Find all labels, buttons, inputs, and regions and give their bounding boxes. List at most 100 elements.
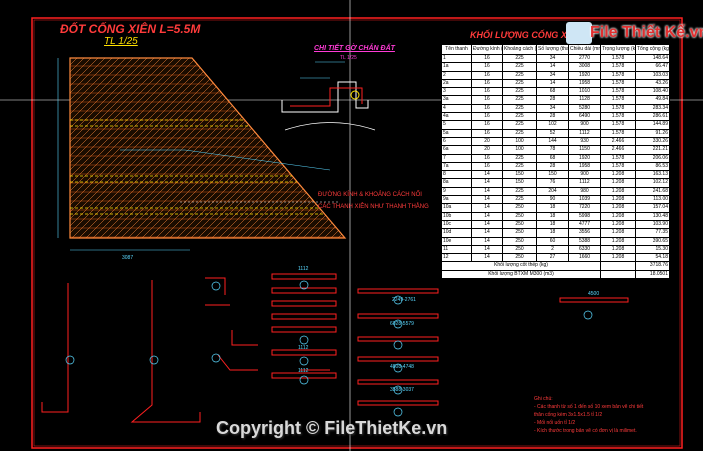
table-cell: 225 [502,62,537,72]
table-cell: 16 [471,112,503,122]
detail-curb-drawing [281,61,376,131]
table-cell: 16 [471,62,503,72]
table-cell: 225 [502,153,537,163]
table-cell: 34 [536,70,569,80]
table-header-row: Tên thanh Đường kính (mm) Khoảng cách (m… [441,44,670,55]
table-cell: 68 [536,87,569,97]
table-cell: 286.61 [635,112,670,122]
dimension-label: 2249-2761 [392,297,416,303]
drawing-title: ĐỐT CỐNG XIÊN L=5.5M [60,22,201,36]
table-cell: 225 [502,95,537,105]
table-cell: 1 [441,53,472,64]
table-cell: 1112 [568,128,601,138]
total-concrete-row: Khối lượng BTXM M300 (m3) 18.0501 [441,269,670,280]
table-cell: 9 [441,186,472,197]
site-logo: File Thiết Kế.vn [590,24,703,41]
table-cell: 221.21 [635,145,670,155]
total-steel-value: 3718.76 [635,261,670,271]
table-cell: 1920 [568,70,601,80]
table-cell: 250 [502,236,537,246]
table-cell: 14 [471,203,503,213]
table-cell: 1.208 [600,203,636,213]
table-cell: 16 [471,87,503,97]
column-header: Tên thanh [441,44,472,55]
table-cell: 14 [536,62,569,72]
table-cell: 980 [568,186,601,197]
table-cell: 10c [441,219,472,230]
table-cell: 7 [441,153,472,163]
table-cell: 1.578 [600,70,636,80]
table-cell: 102.12 [635,178,670,188]
table-cell: 14 [471,253,503,263]
note-item: - Mối nối uốn tỉ 1/2 [534,420,576,426]
dimension-label: 4808-4748 [390,364,414,370]
table-cell: 16 [471,70,503,80]
logo-icon [566,22,592,44]
table-cell: 1039 [568,195,601,205]
table-cell: 34 [536,53,569,64]
table-cell: 5388 [568,236,601,246]
table-cell: 1.208 [600,228,636,238]
table-cell: 4 [441,103,472,114]
column-header: Đường kính (mm) [471,44,503,55]
table-cell: 1.208 [600,219,636,230]
table-cell: 18 [536,211,569,221]
table-cell: 12 [441,253,472,263]
table-cell: 14 [471,211,503,221]
table-cell: 108.40 [635,87,670,97]
copyright-watermark: Copyright © FileThietKe.vn [216,418,448,438]
table-cell: 1.208 [600,211,636,221]
notes-heading: Ghi chú: [534,396,553,402]
table-cell: 8a [441,178,472,188]
table-cell: 2.466 [600,145,636,155]
table-cell: 14 [471,178,503,188]
dimension-label: 1112 [298,368,309,374]
column-header: Trọng lượng (kg/m) [600,44,636,55]
table-cell: 150 [536,170,569,180]
table-cell: 1a [441,62,472,72]
table-cell: 225 [502,186,537,197]
table-cell: 225 [502,161,537,172]
table-cell: 5 [441,120,472,130]
table-cell: 225 [502,78,537,89]
annotation-line-1: ĐƯỜNG KÍNH & KHOẢNG CÁCH NỐI [318,192,422,198]
table-cell: 86.53 [635,161,670,172]
detail-title: CHI TIẾT GỜ CHẮN ĐẤT [314,45,395,52]
table-cell: 28 [536,161,569,172]
table-cell: 163.13 [635,170,670,180]
table-cell: 5280 [568,103,601,114]
table-cell: 1010 [568,87,601,97]
table-cell: 2770 [568,53,601,64]
table-cell: 16 [471,161,503,172]
table-cell: 1.578 [600,120,636,130]
table-cell: 7220 [568,203,601,213]
table-cell: 10b [441,211,472,221]
table-cell: 66.47 [635,62,670,72]
table-cell: 15.30 [635,244,670,255]
table-cell: 18 [536,228,569,238]
table-cell: 14 [471,186,503,197]
table-cell: 14 [471,195,503,205]
table-cell: 49.84 [635,95,670,105]
column-header: Tổng cộng (kg) [635,44,670,55]
table-cell: 1.208 [600,195,636,205]
table-cell: 2a [441,78,472,89]
total-concrete-label: Khối lượng BTXM M300 (m3) [441,269,601,280]
table-cell: 900 [568,120,601,130]
table-cell: 5998 [568,211,601,221]
table-cell: 103.90 [635,219,670,230]
table-cell: 225 [502,120,537,130]
table-cell: 225 [502,70,537,80]
table-cell: 1112 [568,178,601,188]
